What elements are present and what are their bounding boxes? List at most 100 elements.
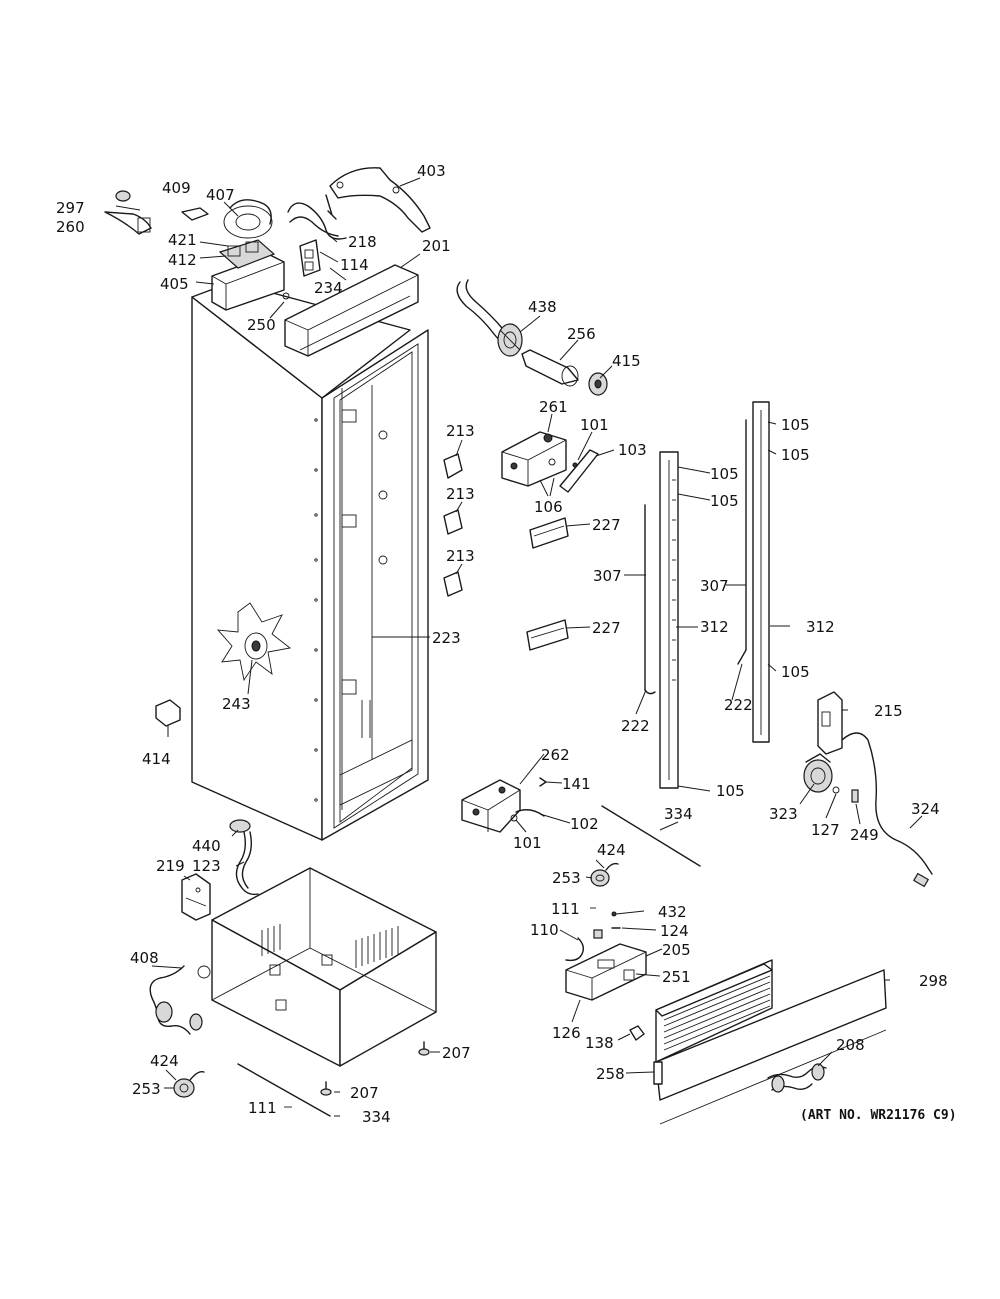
- callout-105-a: 105: [781, 416, 810, 434]
- callout-103: 103: [618, 441, 647, 459]
- callout-312-b: 312: [806, 618, 835, 636]
- wire-harness-218: [287, 202, 347, 277]
- callout-260: 260: [56, 218, 85, 236]
- callout-424-a: 424: [597, 841, 626, 859]
- lower-hinge-262: [461, 779, 545, 833]
- callout-227-b: 227: [592, 619, 621, 637]
- callout-213-c: 213: [446, 547, 475, 565]
- screw-432: [611, 911, 617, 917]
- door-rail-left: [644, 451, 679, 789]
- callout-207-a: 207: [442, 1044, 471, 1062]
- clip-213-c: [443, 571, 463, 597]
- harness-110: [565, 929, 603, 962]
- callout-262: 262: [541, 746, 570, 764]
- callout-307-b: 307: [700, 577, 729, 595]
- callout-205: 205: [662, 941, 691, 959]
- callout-415: 415: [612, 352, 641, 370]
- clip-213-a: [443, 453, 463, 479]
- refrigerator-cabinet: [191, 281, 429, 841]
- callout-208: 208: [836, 1036, 865, 1054]
- control-module-assembly: [181, 199, 285, 311]
- callout-324: 324: [911, 800, 940, 818]
- callout-201: 201: [422, 237, 451, 255]
- callout-297: 297: [56, 199, 85, 217]
- callout-138: 138: [585, 1034, 614, 1052]
- harness-bracket: [325, 167, 431, 233]
- fitting-253-left: [173, 1070, 205, 1098]
- callout-253-a: 253: [552, 869, 581, 887]
- callout-124: 124: [660, 922, 689, 940]
- callout-440: 440: [192, 837, 221, 855]
- callout-251: 251: [662, 968, 691, 986]
- machine-compartment-frame: [211, 867, 437, 1067]
- spring-141: [539, 777, 547, 787]
- callout-106: 106: [534, 498, 563, 516]
- screw-127: [832, 786, 840, 794]
- callout-219: 219: [156, 857, 185, 875]
- callout-323: 323: [769, 805, 798, 823]
- callout-141: 141: [562, 775, 591, 793]
- callout-123: 123: [192, 857, 221, 875]
- callout-298: 298: [919, 972, 948, 990]
- callout-432: 432: [658, 903, 687, 921]
- top-control-housing: [284, 264, 419, 357]
- side-rivets: [314, 418, 318, 802]
- callout-412: 412: [168, 251, 197, 269]
- callout-218: 218: [348, 233, 377, 251]
- clip-251: [623, 969, 635, 981]
- connector-324: [912, 872, 930, 888]
- callout-222-b: 222: [724, 696, 753, 714]
- leveling-foot-207-a: [418, 1041, 430, 1056]
- upper-hinge-261: [501, 431, 567, 487]
- callout-258: 258: [596, 1065, 625, 1083]
- callout-101-b: 101: [513, 834, 542, 852]
- sensor-bracket-215: [817, 691, 933, 875]
- callout-223: 223: [432, 629, 461, 647]
- bracket-219: [181, 873, 211, 921]
- callout-438: 438: [528, 298, 557, 316]
- callout-215: 215: [874, 702, 903, 720]
- shelf-support-227-upper: [529, 517, 569, 549]
- callout-127: 127: [811, 821, 840, 839]
- callout-105-d: 105: [710, 492, 739, 510]
- pin-101: [572, 462, 578, 468]
- art-number-label: (ART NO. WR21176 C9): [800, 1108, 957, 1123]
- callout-403: 403: [417, 162, 446, 180]
- callout-110: 110: [530, 921, 559, 939]
- hinge-lever-103: [559, 449, 599, 493]
- callout-421: 421: [168, 231, 197, 249]
- callout-114: 114: [340, 256, 369, 274]
- door-rail-right: [737, 401, 770, 743]
- kickplate-grille: [653, 959, 887, 1125]
- callout-labels: 403 409 407 297 260 421 412 405 218 114 …: [56, 162, 948, 1126]
- callout-227-a: 227: [592, 516, 621, 534]
- control-box-205: [565, 943, 647, 1001]
- callout-234: 234: [314, 279, 343, 297]
- callout-307-a: 307: [593, 567, 622, 585]
- clip-138: [629, 1025, 645, 1041]
- callout-405: 405: [160, 275, 189, 293]
- callout-261: 261: [539, 398, 568, 416]
- callout-105-b: 105: [781, 446, 810, 464]
- thermistor-323: [803, 753, 833, 793]
- rod-334-left: [237, 1063, 331, 1117]
- callout-249: 249: [850, 826, 879, 844]
- callout-414: 414: [142, 750, 171, 768]
- drain-tube-123: [229, 819, 259, 896]
- wire-harness-208: [767, 1063, 827, 1093]
- callout-334-a: 334: [664, 805, 693, 823]
- callout-256: 256: [567, 325, 596, 343]
- switch-414: [155, 699, 181, 727]
- clip-213-b: [443, 509, 463, 535]
- fuse-249: [851, 789, 859, 803]
- callout-213-a: 213: [446, 422, 475, 440]
- callout-105-e: 105: [781, 663, 810, 681]
- callout-105-c: 105: [710, 465, 739, 483]
- knob-and-bracket: [104, 190, 152, 235]
- fitting-253-right: [590, 862, 619, 887]
- callout-334-b: 334: [362, 1108, 391, 1126]
- callout-102: 102: [570, 815, 599, 833]
- callout-407: 407: [206, 186, 235, 204]
